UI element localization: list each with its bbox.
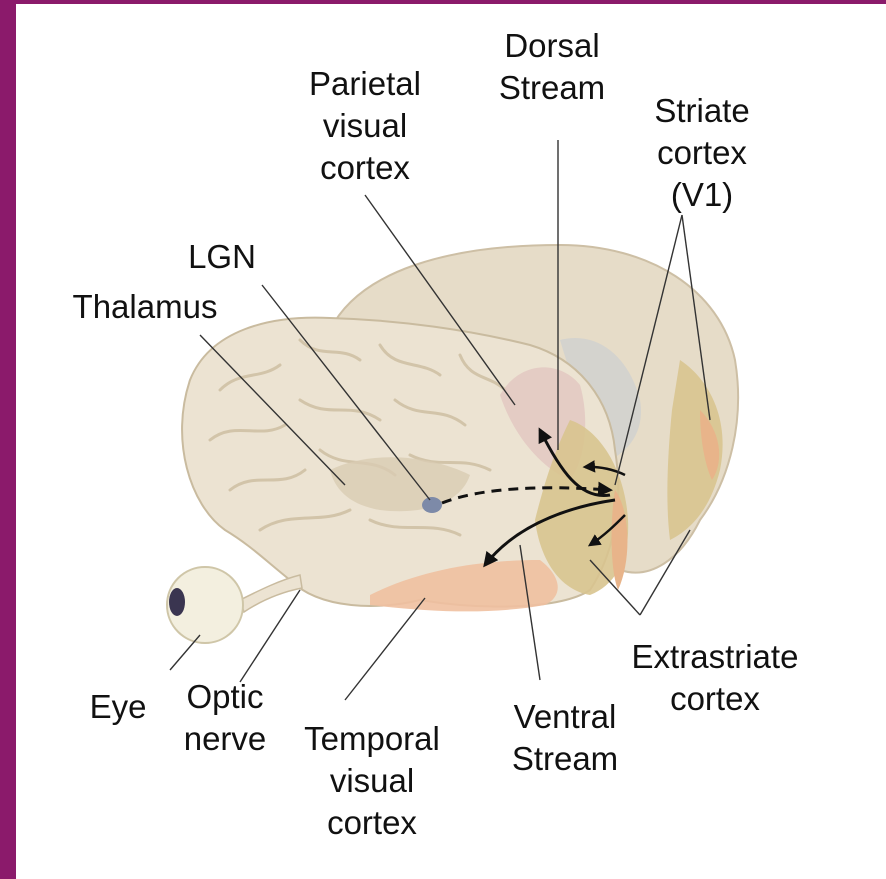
diagram-panel: Parietal visual cortex Dorsal Stream Str… — [16, 4, 886, 879]
label-eye: Eye — [90, 688, 147, 725]
label-parietal-line1: Parietal — [309, 65, 421, 102]
label-striate-line1: Striate — [654, 92, 749, 129]
label-parietal-line3: cortex — [320, 149, 410, 186]
label-optic-line1: Optic — [186, 678, 263, 715]
visual-pathway-diagram: Parietal visual cortex Dorsal Stream Str… — [16, 4, 886, 879]
label-optic-line2: nerve — [184, 720, 267, 757]
label-ventral-line2: Stream — [512, 740, 618, 777]
label-ventral-line1: Ventral — [514, 698, 617, 735]
label-striate-line2: cortex — [657, 134, 747, 171]
label-dorsal-line2: Stream — [499, 69, 605, 106]
label-extrastriate-line1: Extrastriate — [632, 638, 799, 675]
label-parietal-line2: visual — [323, 107, 407, 144]
label-temporal-line2: visual — [330, 762, 414, 799]
label-temporal-line1: Temporal — [304, 720, 440, 757]
eye-iris — [169, 588, 185, 616]
optic-nerve — [240, 575, 302, 612]
lgn-nucleus — [422, 497, 442, 513]
label-lgn: LGN — [188, 238, 256, 275]
label-extrastriate-line2: cortex — [670, 680, 760, 717]
label-dorsal-line1: Dorsal — [504, 27, 599, 64]
label-thalamus: Thalamus — [73, 288, 218, 325]
label-striate-line3: (V1) — [671, 176, 733, 213]
label-temporal-line3: cortex — [327, 804, 417, 841]
